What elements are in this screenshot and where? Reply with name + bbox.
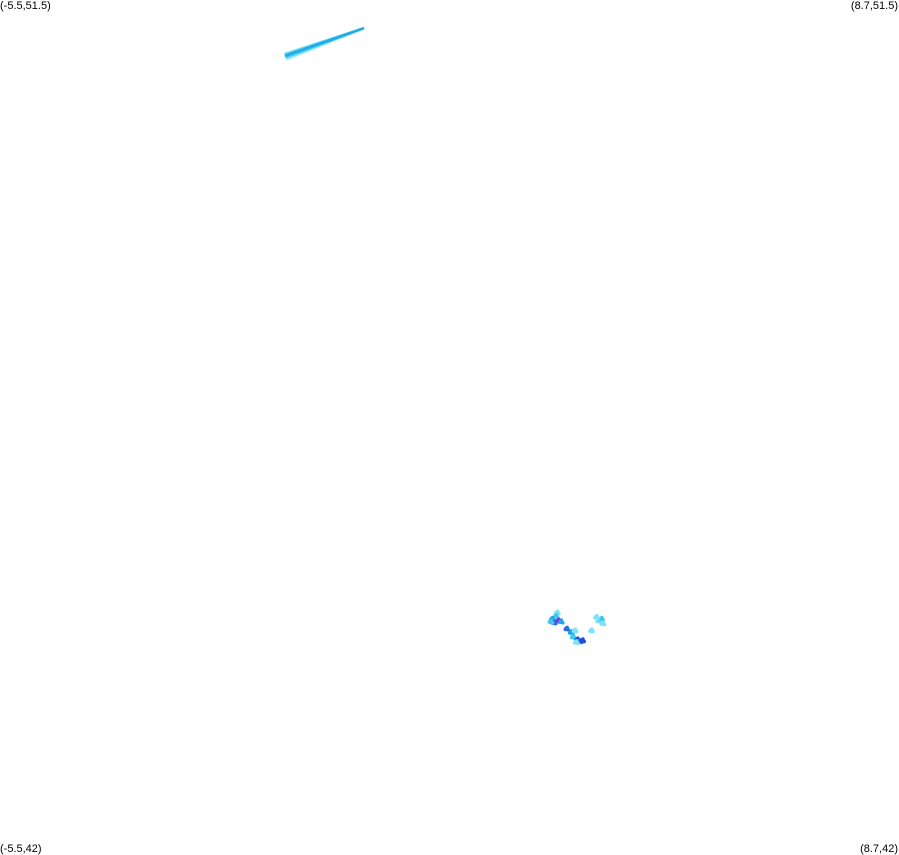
corner-label-top-right: (8.7,51.5) [850, 0, 898, 12]
cluster-point-0-1 [557, 611, 561, 616]
corner-label-top-left: (-5.5,51.5) [0, 0, 51, 12]
cluster-point-16-2 [595, 619, 599, 624]
cluster-point-19-1 [596, 616, 600, 621]
cluster-point-13-1 [582, 639, 587, 644]
cluster-point-13-2 [579, 639, 583, 643]
cluster-point-15-2 [588, 629, 592, 633]
cluster-point-19-2 [593, 616, 597, 620]
cluster-point-19-3 [595, 613, 599, 617]
cluster-point-17-3 [600, 615, 604, 619]
cluster-point-14-2 [572, 641, 577, 645]
cluster-point-5-1 [560, 620, 565, 625]
cluster-point-18-3 [601, 620, 605, 624]
cluster-point-10-2 [569, 635, 573, 640]
cluster-point-18-1 [602, 622, 607, 627]
streak-feature [283, 26, 365, 61]
cluster-point-8-2 [567, 631, 572, 635]
cluster-point-2-3 [551, 615, 555, 619]
cluster-point-6-1 [550, 620, 555, 625]
cluster-point-7-3 [565, 625, 569, 629]
cluster-point-15-3 [590, 627, 594, 631]
cluster-point-14-1 [576, 641, 580, 646]
cluster-point-10-3 [572, 633, 576, 637]
cluster-point-0-3 [556, 609, 560, 613]
cluster-point-9-3 [573, 627, 577, 631]
cluster-point-6-2 [547, 620, 551, 624]
cluster-point-4-2 [555, 619, 559, 624]
cluster-point-5-3 [560, 618, 564, 622]
cluster-point-14-3 [575, 639, 579, 643]
cluster-point-1-3 [554, 613, 558, 617]
cluster-point-18-2 [599, 622, 603, 626]
cluster-point-15-1 [591, 629, 595, 634]
streak-band-2 [284, 26, 365, 58]
cluster-point-6-3 [549, 618, 553, 622]
cluster-point-13-3 [581, 637, 585, 641]
cluster-point-9-1 [574, 629, 579, 634]
cluster-point-11-3 [576, 636, 580, 640]
cluster-feature [547, 609, 607, 646]
cluster-point-5-2 [557, 620, 561, 624]
cluster-point-7-2 [563, 627, 567, 632]
cluster-point-9-2 [571, 629, 575, 633]
